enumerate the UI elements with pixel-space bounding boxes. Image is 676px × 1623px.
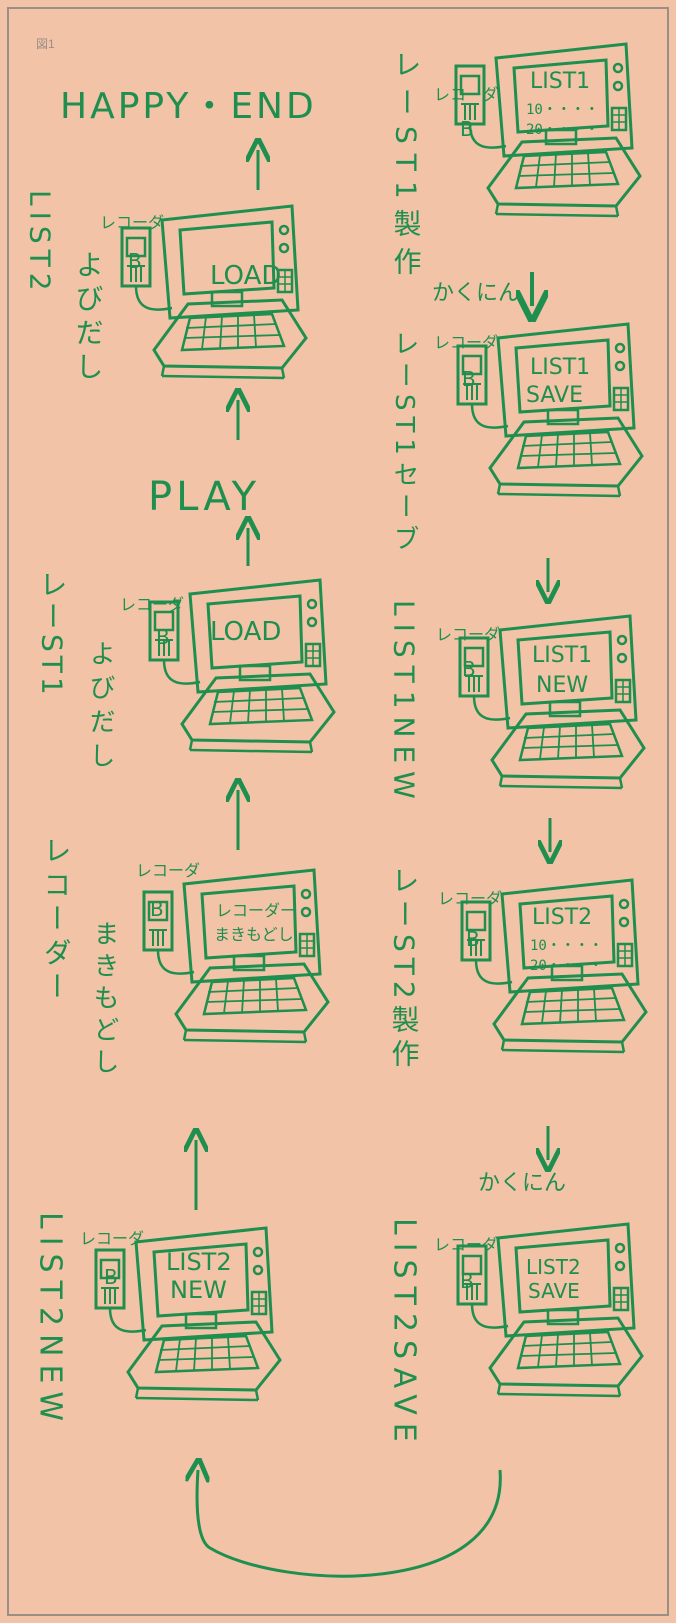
label-list2-recall-a: LIST2 bbox=[24, 190, 57, 297]
svg-text:LIST2: LIST2 bbox=[532, 905, 592, 930]
label-list1-recall-a: レーST1 bbox=[36, 570, 69, 699]
svg-text:レコーダー: レコーダー bbox=[216, 901, 296, 920]
label-recorder-rewind-b: まきもどし bbox=[89, 920, 119, 1080]
recorder-glyph-9: B bbox=[460, 1269, 474, 1293]
recorder-label-3: レコーダ bbox=[136, 861, 200, 880]
svg-text:20・・・・: 20・・・・ bbox=[526, 122, 599, 138]
recorder-label: レコーダ bbox=[100, 213, 164, 232]
computer-recorder-rewind: レコーダー まきもどし bbox=[144, 870, 328, 1042]
happy-end-title: HAPPY・END bbox=[60, 86, 317, 127]
label-list1-save: レーST1セーブ bbox=[389, 330, 419, 557]
label-recorder-rewind-a: レコーダー bbox=[40, 836, 73, 1006]
recorder-glyph-2: B bbox=[156, 625, 170, 649]
kakunin-2: かくにん bbox=[478, 1171, 566, 1196]
label-list2-save: LIST2SAVE bbox=[387, 1218, 422, 1450]
recorder-label-2: レコーダ bbox=[120, 595, 184, 614]
label-list2-recall-b: よびだし bbox=[72, 250, 105, 386]
label-list1-new: LIST1NEW bbox=[388, 600, 421, 807]
recorder-glyph-5: B bbox=[460, 117, 474, 141]
svg-text:20・・・・: 20・・・・ bbox=[530, 958, 603, 974]
svg-text:10・・・・: 10・・・・ bbox=[530, 938, 603, 954]
recorder-glyph-3: B bbox=[150, 897, 164, 921]
label-list2-make: レーST2製作 bbox=[388, 866, 421, 1073]
svg-text:SAVE: SAVE bbox=[526, 383, 583, 408]
svg-text:10・・・・: 10・・・・ bbox=[526, 102, 599, 118]
computer-list2-new: LIST2 NEW bbox=[96, 1228, 280, 1400]
kakunin-1: かくにん bbox=[432, 281, 520, 306]
recorder-glyph-4: B bbox=[104, 1265, 118, 1289]
recorder-label-9: レコーダ bbox=[434, 1235, 498, 1254]
svg-text:LOAD: LOAD bbox=[210, 617, 281, 647]
play-label: PLAY bbox=[148, 474, 260, 520]
recorder-label-4: レコーダ bbox=[80, 1229, 144, 1248]
recorder-glyph-7: B bbox=[462, 657, 476, 681]
label-list1-recall-b: よびだし bbox=[85, 640, 115, 776]
svg-text:SAVE: SAVE bbox=[528, 1279, 580, 1303]
label-list2-new: LIST2NEW bbox=[33, 1212, 68, 1429]
recorder-glyph-6: B bbox=[462, 367, 476, 391]
recorder-glyph-8: B bbox=[466, 927, 480, 951]
recorder-label-8: レコーダ bbox=[438, 889, 502, 908]
arrow-return-curve bbox=[197, 1470, 500, 1576]
figure-label: 図1 bbox=[36, 37, 55, 51]
label-list1-make: レーST1製作 bbox=[390, 50, 423, 285]
svg-text:LIST1: LIST1 bbox=[530, 355, 590, 380]
recorder-label-6: レコーダ bbox=[434, 333, 498, 352]
recorder-label-5: レコーダ bbox=[434, 85, 498, 104]
figure-border bbox=[8, 8, 668, 1615]
svg-text:NEW: NEW bbox=[170, 1276, 227, 1304]
svg-text:まきもどし: まきもどし bbox=[214, 925, 294, 944]
recorder-glyph: B bbox=[128, 249, 142, 273]
svg-text:NEW: NEW bbox=[536, 673, 588, 698]
svg-text:LIST1: LIST1 bbox=[530, 69, 590, 94]
svg-text:LIST2: LIST2 bbox=[166, 1248, 232, 1276]
svg-text:LIST2: LIST2 bbox=[526, 1255, 581, 1279]
svg-text:LOAD: LOAD bbox=[210, 261, 281, 291]
svg-text:LIST1: LIST1 bbox=[532, 643, 592, 668]
recorder-label-7: レコーダ bbox=[436, 625, 500, 644]
computer-list1: LIST1 10・・・・ 20・・・・ bbox=[456, 44, 640, 216]
